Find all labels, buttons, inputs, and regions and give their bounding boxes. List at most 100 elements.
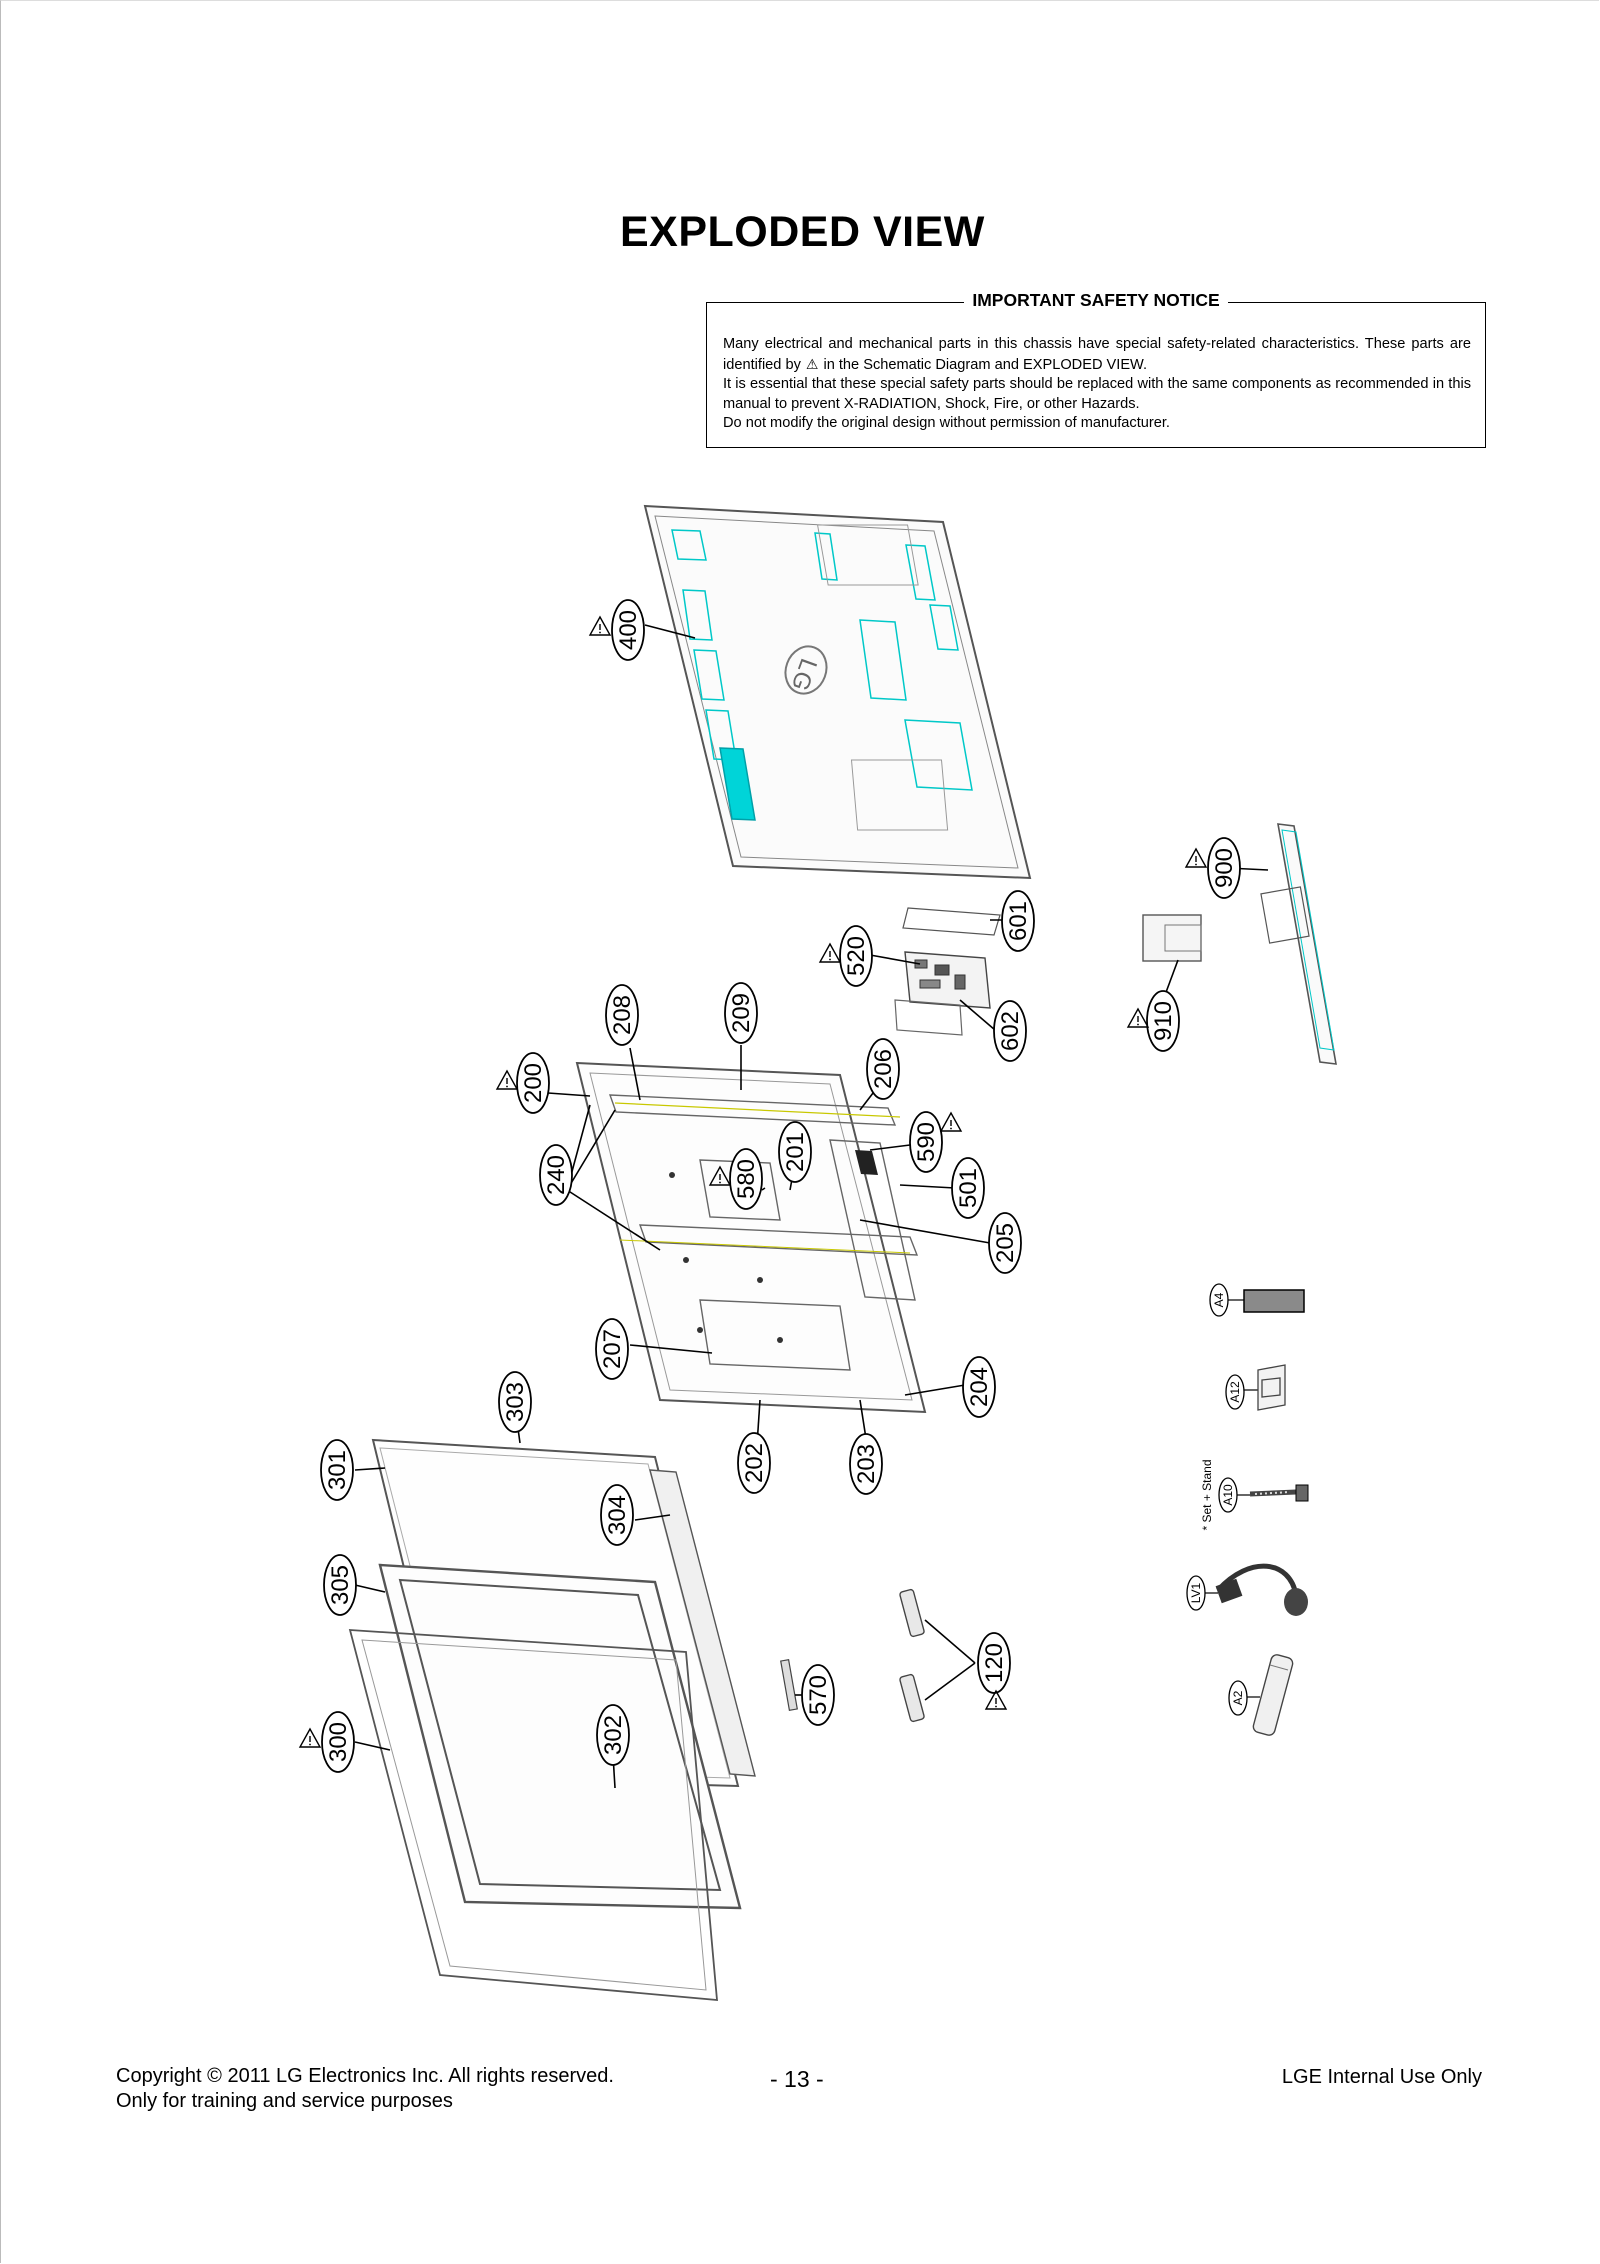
safety-notice-heading-wrap: IMPORTANT SAFETY NOTICE — [707, 290, 1485, 311]
svg-text:602: 602 — [997, 1011, 1024, 1051]
warning-icon-590 — [940, 1112, 962, 1132]
svg-text:A12: A12 — [1228, 1381, 1242, 1403]
accessory-a2: A2 — [1228, 1654, 1294, 1736]
svg-text:305: 305 — [327, 1565, 354, 1605]
leader-lines — [354, 624, 1269, 1789]
safety-notice-body: Many electrical and mechanical parts in … — [723, 335, 1471, 434]
warning-icon: ⚠ — [805, 355, 819, 372]
callout-208: 208 — [605, 984, 639, 1046]
callout-303: 303 — [498, 1371, 532, 1433]
svg-text:580: 580 — [733, 1159, 760, 1199]
callout-120: 120 — [977, 1632, 1011, 1694]
callout-601: 601 — [1001, 890, 1035, 952]
accessory-a12: A12 — [1225, 1364, 1286, 1411]
svg-text:200: 200 — [520, 1063, 547, 1103]
warning-icon-300 — [299, 1728, 321, 1748]
callout-501: 501 — [951, 1157, 985, 1219]
rear-frame — [575, 1061, 927, 1414]
callout-304: 304 — [600, 1484, 634, 1546]
warning-icon-200 — [496, 1070, 518, 1090]
callout-205: 205 — [988, 1212, 1022, 1274]
safety-notice-box: IMPORTANT SAFETY NOTICE Many electrical … — [706, 290, 1486, 448]
svg-text:204: 204 — [966, 1367, 993, 1407]
accessory-lv1: LV1 — [1186, 1563, 1308, 1616]
callout-240: 240 — [539, 1144, 573, 1206]
svg-text:205: 205 — [992, 1223, 1019, 1263]
svg-text:202: 202 — [741, 1443, 768, 1483]
svg-text:301: 301 — [324, 1450, 351, 1490]
warning-icon-400 — [589, 616, 611, 636]
speakers — [780, 1588, 925, 1723]
svg-text:302: 302 — [600, 1715, 627, 1755]
svg-text:203: 203 — [853, 1444, 880, 1484]
notice-text-1b: in the Schematic Diagram and EXPLODED VI… — [823, 356, 1148, 373]
svg-text:910: 910 — [1150, 1001, 1177, 1041]
safety-notice-line2: It is essential that these special safet… — [723, 376, 1471, 412]
stand — [1142, 823, 1337, 1065]
callout-203: 203 — [849, 1433, 883, 1495]
callout-305: 305 — [323, 1554, 357, 1616]
callout-580: 580 — [729, 1148, 763, 1210]
callout-300: 300 — [321, 1711, 355, 1773]
callout-206: 206 — [866, 1038, 900, 1100]
svg-text:120: 120 — [981, 1643, 1008, 1683]
callout-302: 302 — [596, 1704, 630, 1766]
footer-copyright: Copyright © 2011 LG Electronics Inc. All… — [116, 2065, 614, 2087]
svg-text:570: 570 — [805, 1675, 832, 1715]
svg-text:304: 304 — [604, 1495, 631, 1535]
svg-text:A2: A2 — [1231, 1690, 1245, 1705]
accessory-a4: A4 — [1209, 1283, 1305, 1317]
callout-301: 301 — [320, 1439, 354, 1501]
safety-notice-line3: Do not modify the original design withou… — [723, 415, 1170, 432]
callout-520: 520 — [839, 925, 873, 987]
callout-200: 200 — [516, 1052, 550, 1114]
warning-icon-910 — [1127, 1008, 1149, 1028]
svg-text:LV1: LV1 — [1189, 1582, 1203, 1603]
callout-590: 590 — [909, 1111, 943, 1173]
callout-202: 202 — [737, 1432, 771, 1494]
svg-text:A10: A10 — [1221, 1484, 1235, 1506]
page-title: EXPLODED VIEW — [620, 208, 985, 256]
svg-text:520: 520 — [843, 936, 870, 976]
callout-209: 209 — [724, 982, 758, 1044]
safety-notice-line1: Many electrical and mechanical parts in … — [723, 335, 1471, 375]
warning-icon-520 — [819, 943, 841, 963]
svg-text:501: 501 — [955, 1168, 982, 1208]
callout-207: 207 — [595, 1318, 629, 1380]
svg-text:240: 240 — [543, 1155, 570, 1195]
svg-text:590: 590 — [913, 1122, 940, 1162]
svg-text:206: 206 — [870, 1049, 897, 1089]
callout-900: 900 — [1207, 837, 1241, 899]
svg-text:900: 900 — [1211, 848, 1238, 888]
svg-text:303: 303 — [502, 1382, 529, 1422]
svg-text:201: 201 — [782, 1132, 809, 1172]
svg-text:601: 601 — [1005, 901, 1032, 941]
svg-text:207: 207 — [599, 1329, 626, 1369]
footer-copyright-block: Copyright © 2011 LG Electronics Inc. All… — [116, 2064, 614, 2114]
callout-910: 910 — [1146, 990, 1180, 1052]
back-cover: LG — [643, 504, 1032, 880]
lcd-panel-assembly — [348, 1438, 756, 2001]
svg-text:400: 400 — [615, 610, 642, 650]
footer-internal: LGE Internal Use Only — [1281, 2066, 1482, 2088]
svg-text:300: 300 — [325, 1722, 352, 1762]
callout-204: 204 — [962, 1356, 996, 1418]
callout-400: 400 — [611, 599, 645, 661]
set-stand-label: * Set + Stand — [1200, 1459, 1214, 1530]
callout-602: 602 — [993, 1000, 1027, 1062]
warning-icon-900 — [1185, 848, 1207, 868]
back-cover-cyan-block — [719, 747, 756, 821]
callout-570: 570 — [801, 1664, 835, 1726]
main-board — [894, 907, 1001, 1036]
footer-purpose: Only for training and service purposes — [116, 2090, 453, 2112]
callout-201: 201 — [778, 1121, 812, 1183]
svg-text:A4: A4 — [1212, 1292, 1226, 1307]
notice-text-1: Many electrical and mechanical parts in … — [723, 336, 1471, 373]
safety-notice-heading: IMPORTANT SAFETY NOTICE — [964, 290, 1228, 310]
accessory-a10: A10 * Set + Stand — [1200, 1459, 1309, 1531]
svg-text:208: 208 — [609, 995, 636, 1035]
page-number: - 13 - — [770, 2066, 824, 2092]
svg-text:209: 209 — [728, 993, 755, 1033]
